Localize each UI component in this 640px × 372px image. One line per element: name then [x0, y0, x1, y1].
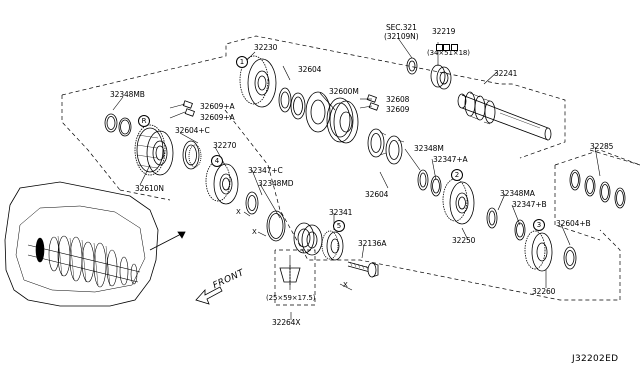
part-label-32341: 32341	[329, 208, 353, 217]
part-label-32347b: 32347+B	[512, 200, 547, 209]
part-label-32264x-dim: (25×59×17.5)	[266, 294, 316, 302]
part-label-32348ma: 32348MA	[500, 189, 535, 198]
part-label-sec321-ref: (32109N)	[384, 32, 419, 41]
dimension-box	[436, 44, 443, 51]
part-label-32347a: 32347+A	[433, 155, 468, 164]
callout-3: 3	[533, 219, 545, 231]
synchro-hub-32600m	[305, 91, 359, 144]
gear-32610n	[134, 124, 174, 176]
synchro-ring-32604-top	[278, 87, 306, 120]
callout-1: 1	[236, 56, 248, 68]
part-label-32348m: 32348M	[414, 144, 444, 153]
leader-lines	[112, 37, 601, 320]
dimension-box	[451, 44, 458, 51]
bearing-32219	[406, 57, 452, 90]
part-label-sec321: SEC.321	[386, 23, 417, 32]
part-label-32270: 32270	[213, 141, 237, 150]
gear-32260	[524, 230, 553, 272]
callout-r: R	[138, 115, 150, 127]
part-label-32348mb: 32348MB	[110, 90, 145, 99]
part-label-32230: 32230	[254, 43, 278, 52]
part-label-32608: 32608	[386, 95, 410, 104]
dimension-arrows	[243, 211, 353, 291]
synchro-ring-32604-mid	[367, 128, 405, 165]
snap-ring-32348mb	[104, 113, 132, 137]
housing-shaft-assembly	[27, 235, 141, 288]
synchro-ring-32604c	[182, 140, 202, 170]
part-label-32347c: 32347+C	[248, 166, 283, 175]
part-label-32285: 32285	[590, 142, 614, 151]
part-label-32610n: 32610N	[135, 184, 164, 193]
washer-32348m	[417, 169, 442, 197]
diagram-code: J32202ED	[572, 354, 619, 364]
transaxle-housing	[4, 181, 159, 307]
callout-5: 5	[333, 220, 345, 232]
bearing-32341	[293, 222, 344, 261]
bolt-32136a	[347, 261, 379, 278]
part-label-32250: 32250	[452, 236, 476, 245]
mainshaft-32241	[457, 91, 552, 141]
dashed-enclosure-lines	[61, 35, 640, 306]
dimension-box	[443, 44, 450, 51]
part-label-32348md: 32348MD	[258, 179, 294, 188]
shims-32285	[569, 169, 626, 209]
part-label-32609a: 32609+A	[200, 113, 235, 122]
synchro-ring-32604b	[563, 246, 577, 270]
callout-2: 2	[451, 169, 463, 181]
dimension-x-mark: X	[343, 281, 348, 289]
part-label-32609: 32609	[386, 105, 410, 114]
part-label-32604-mid: 32604	[365, 190, 389, 199]
callout-4: 4	[211, 155, 223, 167]
gear-32270	[205, 160, 239, 205]
dimension-x-mark: X	[236, 208, 241, 216]
washer-32348ma	[486, 207, 526, 241]
part-label-32604-top: 32604	[298, 65, 322, 74]
part-label-32136a: 32136A	[358, 239, 387, 248]
key-parts-32608a	[182, 100, 195, 117]
part-label-32608a: 32609+A	[200, 102, 235, 111]
shim-32264x	[279, 265, 301, 285]
part-label-32219-dim: (34×51×18)	[427, 49, 470, 57]
dimension-x-mark: X	[252, 228, 257, 236]
part-label-32604c: 32604+C	[175, 126, 210, 135]
direction-arrow	[149, 231, 186, 251]
part-label-32600m: 32600M	[329, 87, 359, 96]
part-label-32604b: 32604+B	[556, 219, 591, 228]
part-label-32241: 32241	[494, 69, 518, 78]
snap-ring-32348md	[266, 210, 286, 242]
gear-32230	[239, 55, 277, 108]
gear-32250	[442, 178, 475, 225]
part-label-32219: 32219	[432, 27, 456, 36]
part-label-32260: 32260	[532, 287, 556, 296]
washer-32347c	[245, 191, 259, 215]
front-arrow	[195, 286, 223, 305]
part-label-32264x: 32264X	[272, 318, 301, 327]
key-parts-32608	[366, 94, 379, 111]
